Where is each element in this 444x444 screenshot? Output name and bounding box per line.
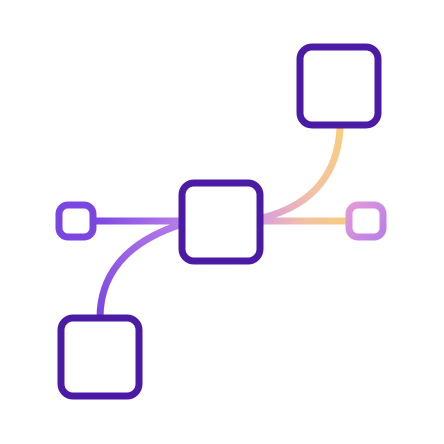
node-top-right [296,43,382,129]
node-bottom-left [57,314,143,400]
connector-bottom-left-curve [96,220,186,322]
connector-top-right-curve [258,124,344,222]
handle-left [55,201,97,241]
handle-right [345,201,387,241]
node-center [178,179,264,265]
